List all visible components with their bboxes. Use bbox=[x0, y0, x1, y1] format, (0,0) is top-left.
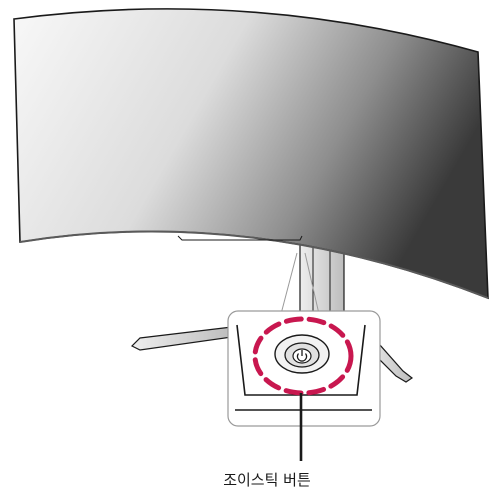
stand-neck bbox=[300, 243, 344, 313]
monitor-screen bbox=[14, 9, 488, 298]
joystick-button-label: 조이스틱 버튼 bbox=[207, 469, 327, 490]
